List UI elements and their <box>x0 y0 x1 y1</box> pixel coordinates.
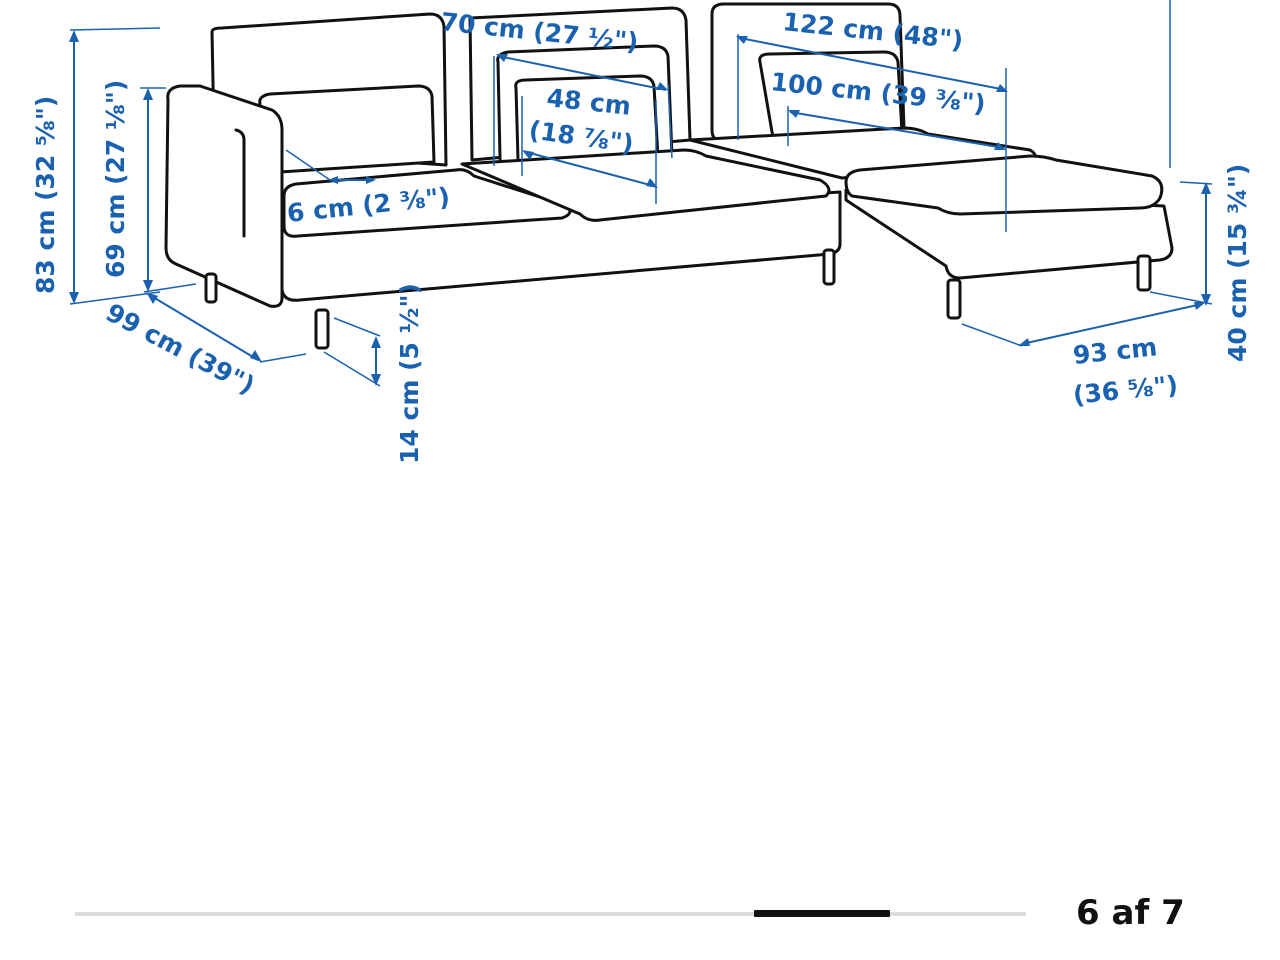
leg-back-middle <box>822 248 836 286</box>
sofa-drawing: 83 cm (32 ⅝") 69 cm (27 ⅛") 99 cm (39") … <box>31 0 1252 464</box>
progress-track[interactable] <box>75 912 1026 916</box>
leg-front-left <box>314 308 330 350</box>
chaise-cushion <box>844 154 1164 216</box>
chaise-base <box>844 188 1174 280</box>
image-carousel-progress[interactable] <box>75 906 1026 922</box>
page-counter: 6 af 7 <box>1076 893 1185 933</box>
label-seat-height: 40 cm (15 ¾") <box>1223 164 1252 362</box>
label-chaise-width-b: (36 ⅝") <box>1072 370 1180 410</box>
label-total-height: 83 cm (32 ⅝") <box>31 96 60 294</box>
label-chaise-width-a: 93 cm <box>1072 332 1159 370</box>
throw-pillow-left <box>258 84 436 174</box>
leg-chaise-front <box>946 278 962 320</box>
sofa-dimension-diagram: 83 cm (32 ⅝") 69 cm (27 ⅛") 99 cm (39") … <box>31 0 1252 464</box>
seat-cushion-middle <box>460 148 831 222</box>
armrest-left <box>164 84 284 308</box>
leg-back-left <box>204 272 218 304</box>
progress-thumb[interactable] <box>754 910 890 917</box>
label-leg-height: 14 cm (5 ½") <box>395 283 424 464</box>
label-back-height: 69 cm (27 ⅛") <box>101 80 130 278</box>
leg-chaise-right <box>1136 254 1152 292</box>
